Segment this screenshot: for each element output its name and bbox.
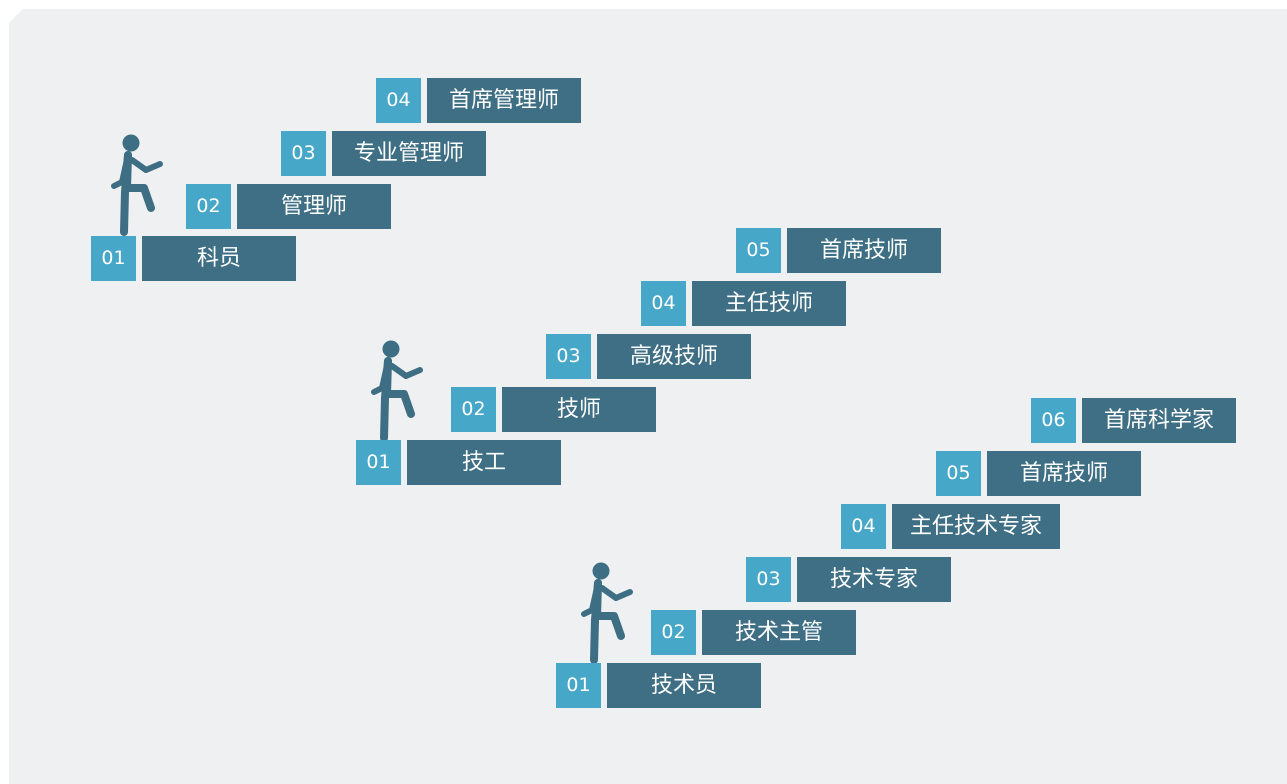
step-number: 02 [451, 387, 496, 432]
step-number: 03 [281, 131, 326, 176]
step-label: 技术专家 [797, 557, 951, 602]
climbing-person-icon [364, 336, 424, 446]
climbing-person-icon [104, 130, 164, 240]
step-label: 技工 [407, 440, 561, 485]
step-label: 主任技师 [692, 281, 846, 326]
step-label: 技术员 [607, 663, 761, 708]
climbing-person-icon [574, 558, 634, 668]
step-label: 首席技师 [787, 228, 941, 273]
step-number: 03 [546, 334, 591, 379]
step-number: 05 [936, 451, 981, 496]
step-label: 首席科学家 [1082, 398, 1236, 443]
step-number: 01 [556, 663, 601, 708]
step-label: 首席管理师 [427, 78, 581, 123]
step-number: 03 [746, 557, 791, 602]
step-label: 主任技术专家 [892, 504, 1060, 549]
step-number: 04 [641, 281, 686, 326]
step-label: 技师 [502, 387, 656, 432]
step-number: 01 [91, 236, 136, 281]
step-label: 技术主管 [702, 610, 856, 655]
step-label: 管理师 [237, 184, 391, 229]
step-number: 01 [356, 440, 401, 485]
step-number: 04 [376, 78, 421, 123]
step-number: 06 [1031, 398, 1076, 443]
step-label: 高级技师 [597, 334, 751, 379]
step-label: 科员 [142, 236, 296, 281]
step-label: 专业管理师 [332, 131, 486, 176]
step-number: 02 [651, 610, 696, 655]
step-label: 首席技师 [987, 451, 1141, 496]
step-number: 05 [736, 228, 781, 273]
step-number: 02 [186, 184, 231, 229]
step-number: 04 [841, 504, 886, 549]
